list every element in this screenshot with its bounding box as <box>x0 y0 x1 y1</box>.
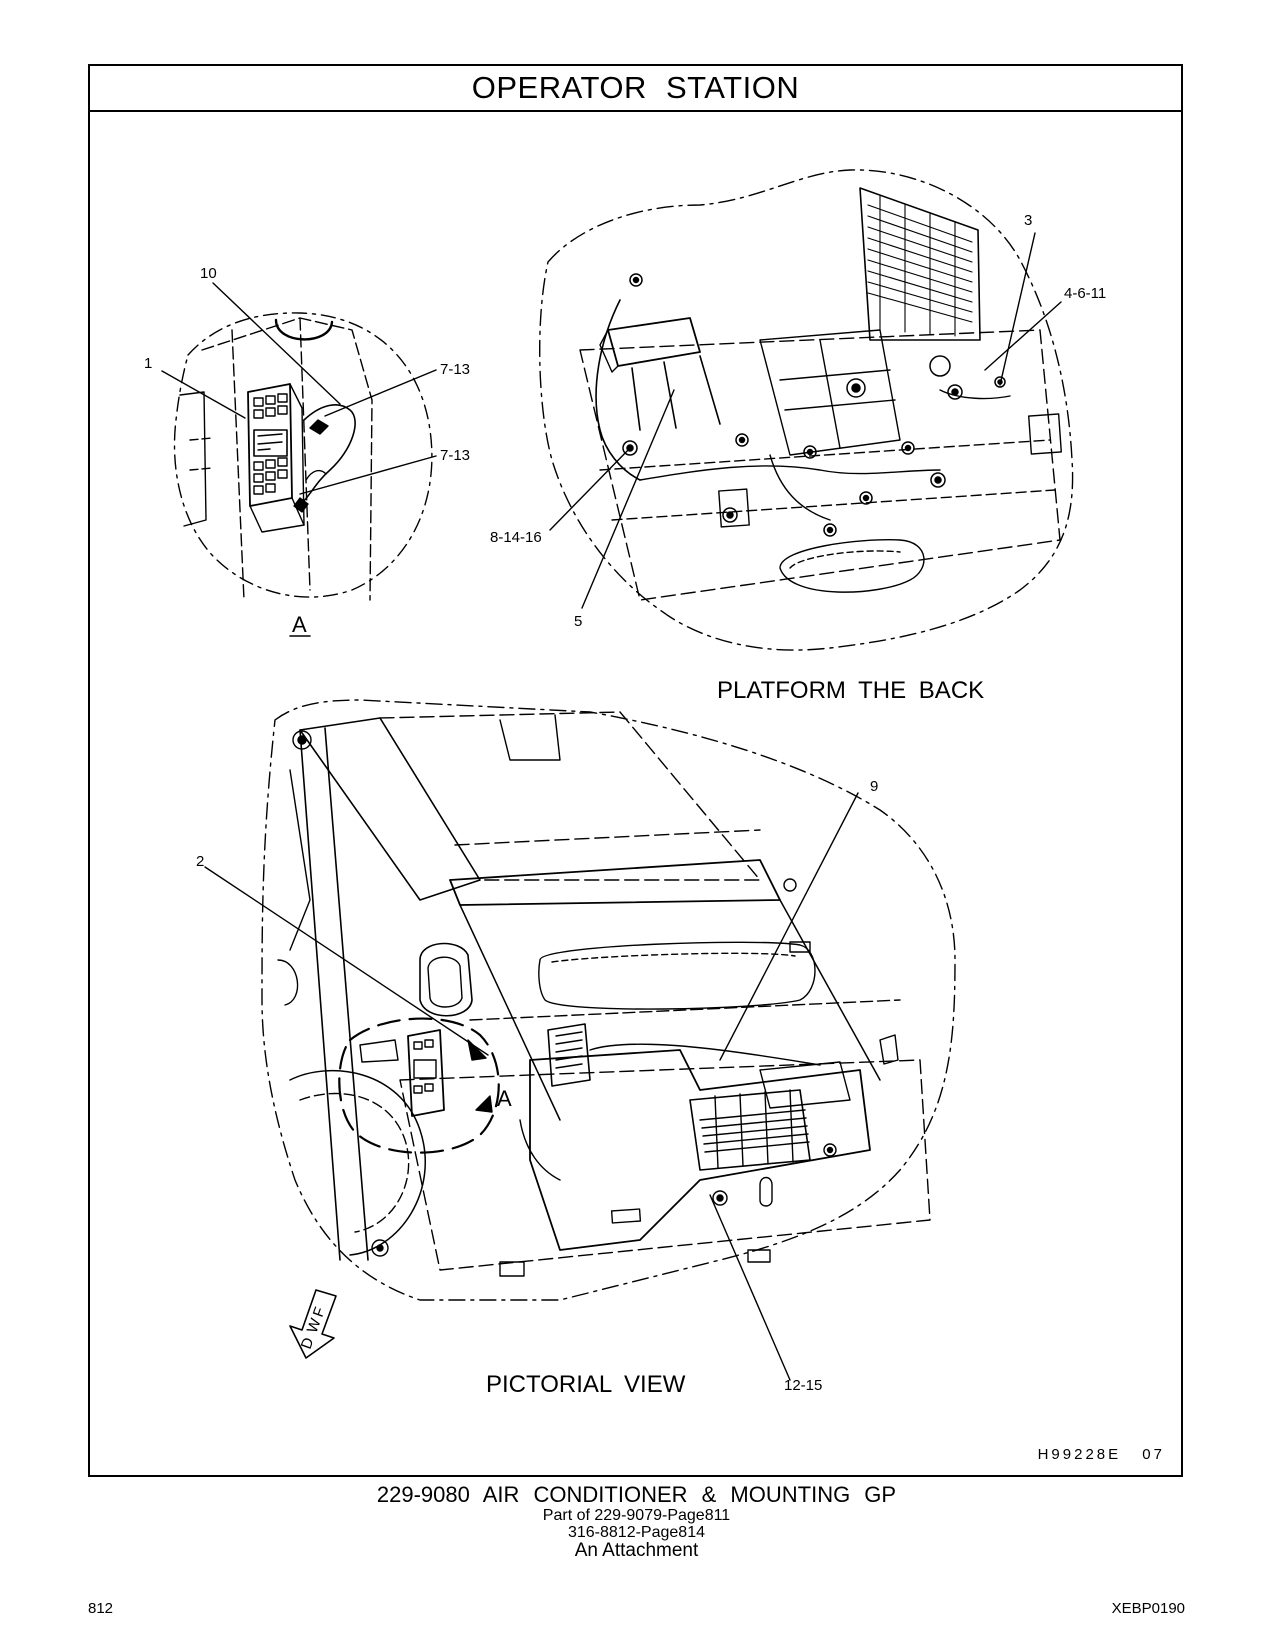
callout-5: 5 <box>574 613 582 630</box>
page-number: 812 <box>88 1600 114 1617</box>
callout-3: 3 <box>1024 212 1032 229</box>
view-labels: A PLATFORM THE BACK PICTORIAL VIEW A F W… <box>292 612 984 1398</box>
platform-view-label: PLATFORM THE BACK <box>717 677 984 704</box>
caption-title: 229-9080 AIR CONDITIONER & MOUNTING GP <box>376 1482 897 1507</box>
caption-ref-1: Part of 229-9079-Page811 <box>542 1507 731 1524</box>
page-title: OPERATOR STATION <box>90 66 1181 112</box>
detail-a-label: A <box>292 612 307 637</box>
callout-9: 9 <box>870 778 878 795</box>
pictorial-view-label: PICTORIAL VIEW <box>486 1371 686 1398</box>
fwd-letter-f: F <box>310 1305 329 1319</box>
callout-7-13-upper: 7-13 <box>440 361 470 378</box>
callout-4-6-11: 4-6-11 <box>1064 285 1106 302</box>
illustration-id: H99228E 07 <box>1037 1446 1165 1463</box>
detail-marker-a: A <box>497 1086 512 1111</box>
caption-note: An Attachment <box>574 1540 699 1561</box>
callout-labels: 10 1 7-13 7-13 3 4-6-11 8-14-16 5 9 2 12… <box>144 212 1106 1394</box>
callout-12-15: 12-15 <box>784 1377 822 1394</box>
platform-back-view <box>539 169 1074 651</box>
callout-7-13-lower: 7-13 <box>440 447 470 464</box>
detail-a-view <box>161 282 437 637</box>
drawing-frame: OPERATOR STATION H99228E 07 <box>88 64 1183 1477</box>
document-number: XEBP0190 <box>1111 1600 1185 1617</box>
callout-1: 1 <box>144 355 152 372</box>
fwd-letter-w: W <box>304 1315 325 1335</box>
air-conditioner-unit <box>519 878 899 1251</box>
callout-8-14-16: 8-14-16 <box>490 529 542 546</box>
callout-10: 10 <box>200 265 217 282</box>
pictorial-view <box>204 699 956 1381</box>
caption-block: 229-9080 AIR CONDITIONER & MOUNTING GP P… <box>0 1483 1273 1561</box>
caption-ref-2: 316-8812-Page814 <box>567 1524 705 1541</box>
switch-panel-detail <box>247 383 305 533</box>
fwd-arrow-icon <box>289 1289 337 1359</box>
callout-2: 2 <box>196 853 204 870</box>
